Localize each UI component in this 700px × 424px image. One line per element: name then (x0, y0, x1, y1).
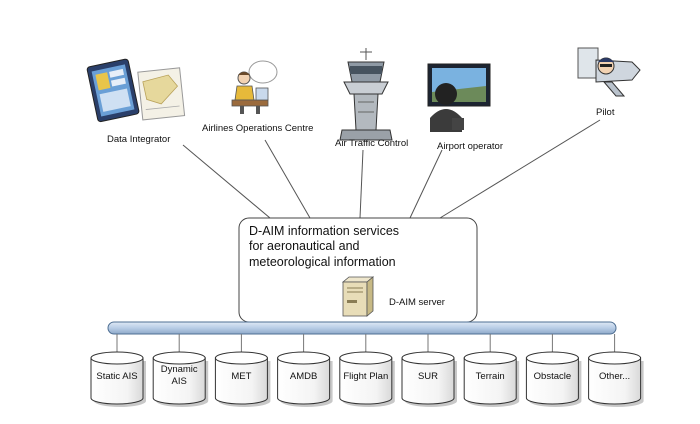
database-3: AMDB (277, 334, 333, 407)
database-4: Flight Plan (339, 334, 395, 407)
services-title-line1: D-AIM information services (249, 224, 399, 238)
database-label-line: SUR (418, 371, 438, 382)
database-top (152, 351, 206, 365)
database-label: Terrain (476, 371, 505, 382)
airport-operator-icon (427, 63, 491, 132)
operator-desk-icon (231, 60, 278, 114)
database-cylinder (214, 357, 268, 405)
database-top (214, 351, 268, 365)
database-top (277, 351, 331, 365)
services-title-line2: for aeronautical and (249, 239, 360, 253)
link-pilot (439, 119, 601, 219)
database-label-line: Obstacle (534, 371, 572, 382)
database-label-line: Other... (599, 371, 630, 382)
server-label: D-AIM server (389, 297, 445, 308)
database-top (525, 351, 579, 365)
database-cylinder (588, 357, 642, 405)
database-0: Static AIS (90, 334, 146, 407)
database-cylinder (463, 357, 517, 405)
database-label: MET (231, 371, 251, 382)
database-cylinder (277, 357, 331, 405)
pilot-plane-icon (577, 47, 641, 97)
link-airlines-ops (264, 139, 311, 219)
link-data-integrator (182, 144, 271, 219)
database-label: Flight Plan (343, 371, 388, 382)
database-5: SUR (401, 334, 457, 407)
connection-lines (182, 119, 601, 219)
database-cylinder (339, 357, 393, 405)
actor-label-airlines-ops: Airlines Operations Centre (202, 123, 313, 134)
actor-label-data-integrator: Data Integrator (107, 134, 170, 145)
database-label-line: AIS (172, 376, 187, 387)
database-6: Terrain (463, 334, 520, 407)
database-label: Other... (599, 371, 630, 382)
database-label-line: MET (231, 371, 251, 382)
link-atc (359, 149, 364, 219)
database-cylinder (525, 357, 579, 405)
database-top (401, 351, 455, 365)
database-label-line: Dynamic (161, 364, 198, 375)
database-2: MET (214, 334, 271, 407)
actor-label-atc: Air Traffic Control (335, 138, 408, 149)
database-label: AMDB (290, 371, 317, 382)
database-top (463, 351, 517, 365)
database-top (90, 351, 144, 365)
database-label: Static AIS (96, 371, 137, 382)
database-label-line: Static AIS (96, 371, 137, 382)
database-label: Obstacle (534, 371, 572, 382)
actor-label-pilot: Pilot (596, 107, 615, 118)
server-icon (341, 276, 375, 317)
database-cylinder (90, 357, 144, 405)
database-8: Other... (588, 334, 644, 407)
actor-label-airport-operator: Airport operator (437, 141, 503, 152)
database-cylinder (401, 357, 455, 405)
database-cylinder (152, 357, 206, 405)
information-bus (107, 321, 617, 335)
database-label-line: AMDB (290, 371, 317, 382)
database-top (339, 351, 393, 365)
services-title-line3: meteorological information (249, 255, 396, 269)
tablet-icon (86, 58, 186, 123)
database-label: SUR (418, 371, 438, 382)
database-top (588, 351, 642, 365)
control-tower-icon (339, 48, 393, 141)
link-airport-operator (409, 149, 443, 219)
database-7: Obstacle (525, 334, 582, 407)
database-label-line: Terrain (476, 371, 505, 382)
database-label-line: Flight Plan (343, 371, 388, 382)
